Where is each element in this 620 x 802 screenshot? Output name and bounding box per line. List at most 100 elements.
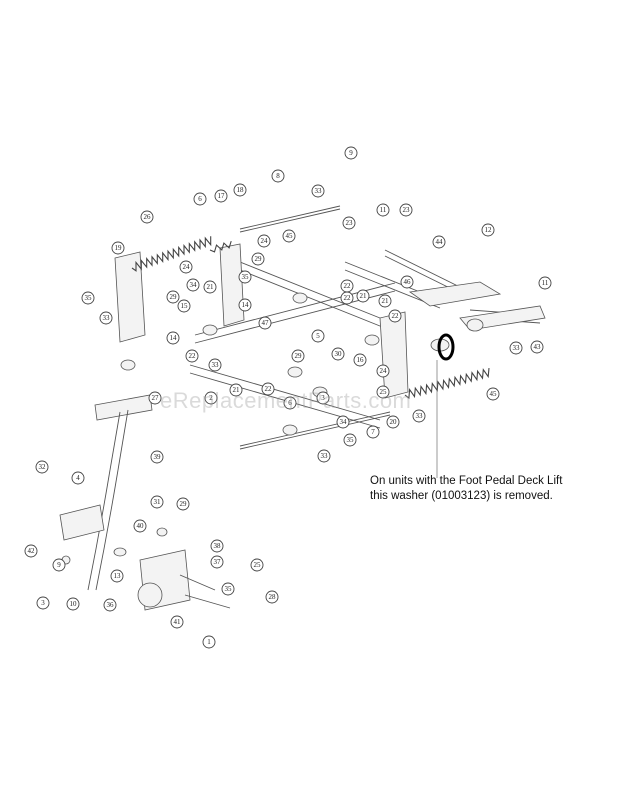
callout-number: 29 — [170, 293, 178, 301]
callout-47: 47 — [258, 316, 272, 330]
callout-number: 33 — [416, 412, 424, 420]
callout-38: 38 — [210, 539, 224, 553]
callout-circle — [481, 223, 495, 237]
callout-1: 1 — [202, 635, 216, 649]
callout-33: 33 — [412, 409, 426, 423]
callout-43: 43 — [530, 340, 544, 354]
callout-33: 33 — [317, 449, 331, 463]
callout-number: 23 — [403, 206, 411, 214]
callout-circle — [170, 615, 184, 629]
callout-number: 44 — [436, 238, 444, 246]
callout-19: 19 — [111, 241, 125, 255]
callout-circle — [233, 183, 247, 197]
callout-number: 9 — [349, 149, 353, 157]
springs — [131, 236, 490, 400]
callout-circle — [317, 449, 331, 463]
callout-number: 45 — [490, 390, 498, 398]
callout-33: 33 — [311, 184, 325, 198]
callout-circle — [432, 235, 446, 249]
callout-3: 3 — [316, 391, 330, 405]
callout-number: 38 — [214, 542, 222, 550]
watermark: eReplacementParts.com — [160, 388, 412, 413]
callout-circle — [150, 495, 164, 509]
callout-circle — [386, 415, 400, 429]
callout-number: 40 — [137, 522, 145, 530]
callout-circle — [378, 294, 392, 308]
callout-31: 31 — [150, 495, 164, 509]
callout-25: 25 — [376, 385, 390, 399]
callout-number: 42 — [28, 547, 36, 555]
callout-35: 35 — [343, 433, 357, 447]
callout-number: 34 — [190, 281, 198, 289]
callout-25: 25 — [250, 558, 264, 572]
callout-11: 11 — [376, 203, 390, 217]
callout-circle — [271, 169, 285, 183]
callout-circle — [150, 450, 164, 464]
callout-41: 41 — [170, 615, 184, 629]
callout-23: 23 — [342, 216, 356, 230]
callout-number: 23 — [346, 219, 354, 227]
callout-circle — [36, 596, 50, 610]
callout-circle — [538, 276, 552, 290]
callout-6: 6 — [283, 396, 297, 410]
callout-circle — [166, 290, 180, 304]
callout-36: 36 — [103, 598, 117, 612]
callout-circle — [376, 203, 390, 217]
callout-number: 30 — [335, 350, 343, 358]
callout-circle — [133, 519, 147, 533]
callout-number: 22 — [344, 294, 352, 302]
callout-number: 5 — [316, 332, 320, 340]
callout-21: 21 — [229, 383, 243, 397]
callout-number: 35 — [347, 436, 355, 444]
callout-number: 8 — [276, 172, 280, 180]
callout-circle — [258, 316, 272, 330]
callout-17: 17 — [214, 189, 228, 203]
callout-7: 7 — [366, 425, 380, 439]
callout-37: 37 — [210, 555, 224, 569]
callout-circle — [331, 347, 345, 361]
callout-number: 32 — [39, 463, 47, 471]
callout-number: 33 — [103, 314, 111, 322]
washer-note: On units with the Foot Pedal Deck Lift t… — [370, 474, 590, 504]
callout-circle — [210, 539, 224, 553]
callout-35: 35 — [81, 291, 95, 305]
callout-3: 3 — [36, 596, 50, 610]
callout-42: 42 — [24, 544, 38, 558]
foot-pedal-assembly — [59, 394, 231, 611]
callout-circle — [110, 569, 124, 583]
callout-circle — [185, 349, 199, 363]
callout-number: 3 — [321, 394, 325, 402]
callout-number: 28 — [269, 593, 277, 601]
callout-circle — [311, 329, 325, 343]
callout-circle — [486, 387, 500, 401]
callout-number: 33 — [315, 187, 323, 195]
callout-number: 3 — [41, 599, 45, 607]
main-shaft-assembly — [114, 205, 546, 450]
callout-number: 13 — [114, 572, 122, 580]
callout-circle — [35, 460, 49, 474]
callout-34: 34 — [336, 415, 350, 429]
callout-16: 16 — [353, 353, 367, 367]
callout-circle — [103, 598, 117, 612]
callout-circle — [99, 311, 113, 325]
callout-circle — [214, 189, 228, 203]
callout-circle — [261, 382, 275, 396]
callout-number: 31 — [154, 498, 162, 506]
callout-circle — [376, 385, 390, 399]
callout-9: 9 — [52, 558, 66, 572]
callout-circle — [66, 597, 80, 611]
callout-number: 35 — [242, 273, 250, 281]
callout-number: 34 — [340, 418, 348, 426]
callout-number: 24 — [380, 367, 388, 375]
callout-circle — [257, 234, 271, 248]
callout-circle — [399, 203, 413, 217]
callout-circle — [204, 391, 218, 405]
callout-circle — [52, 558, 66, 572]
washer-note-line2: this washer (01003123) is removed. — [370, 490, 553, 502]
callout-33: 33 — [509, 341, 523, 355]
callout-34: 34 — [186, 278, 200, 292]
callout-circle — [311, 184, 325, 198]
callout-circle — [265, 590, 279, 604]
